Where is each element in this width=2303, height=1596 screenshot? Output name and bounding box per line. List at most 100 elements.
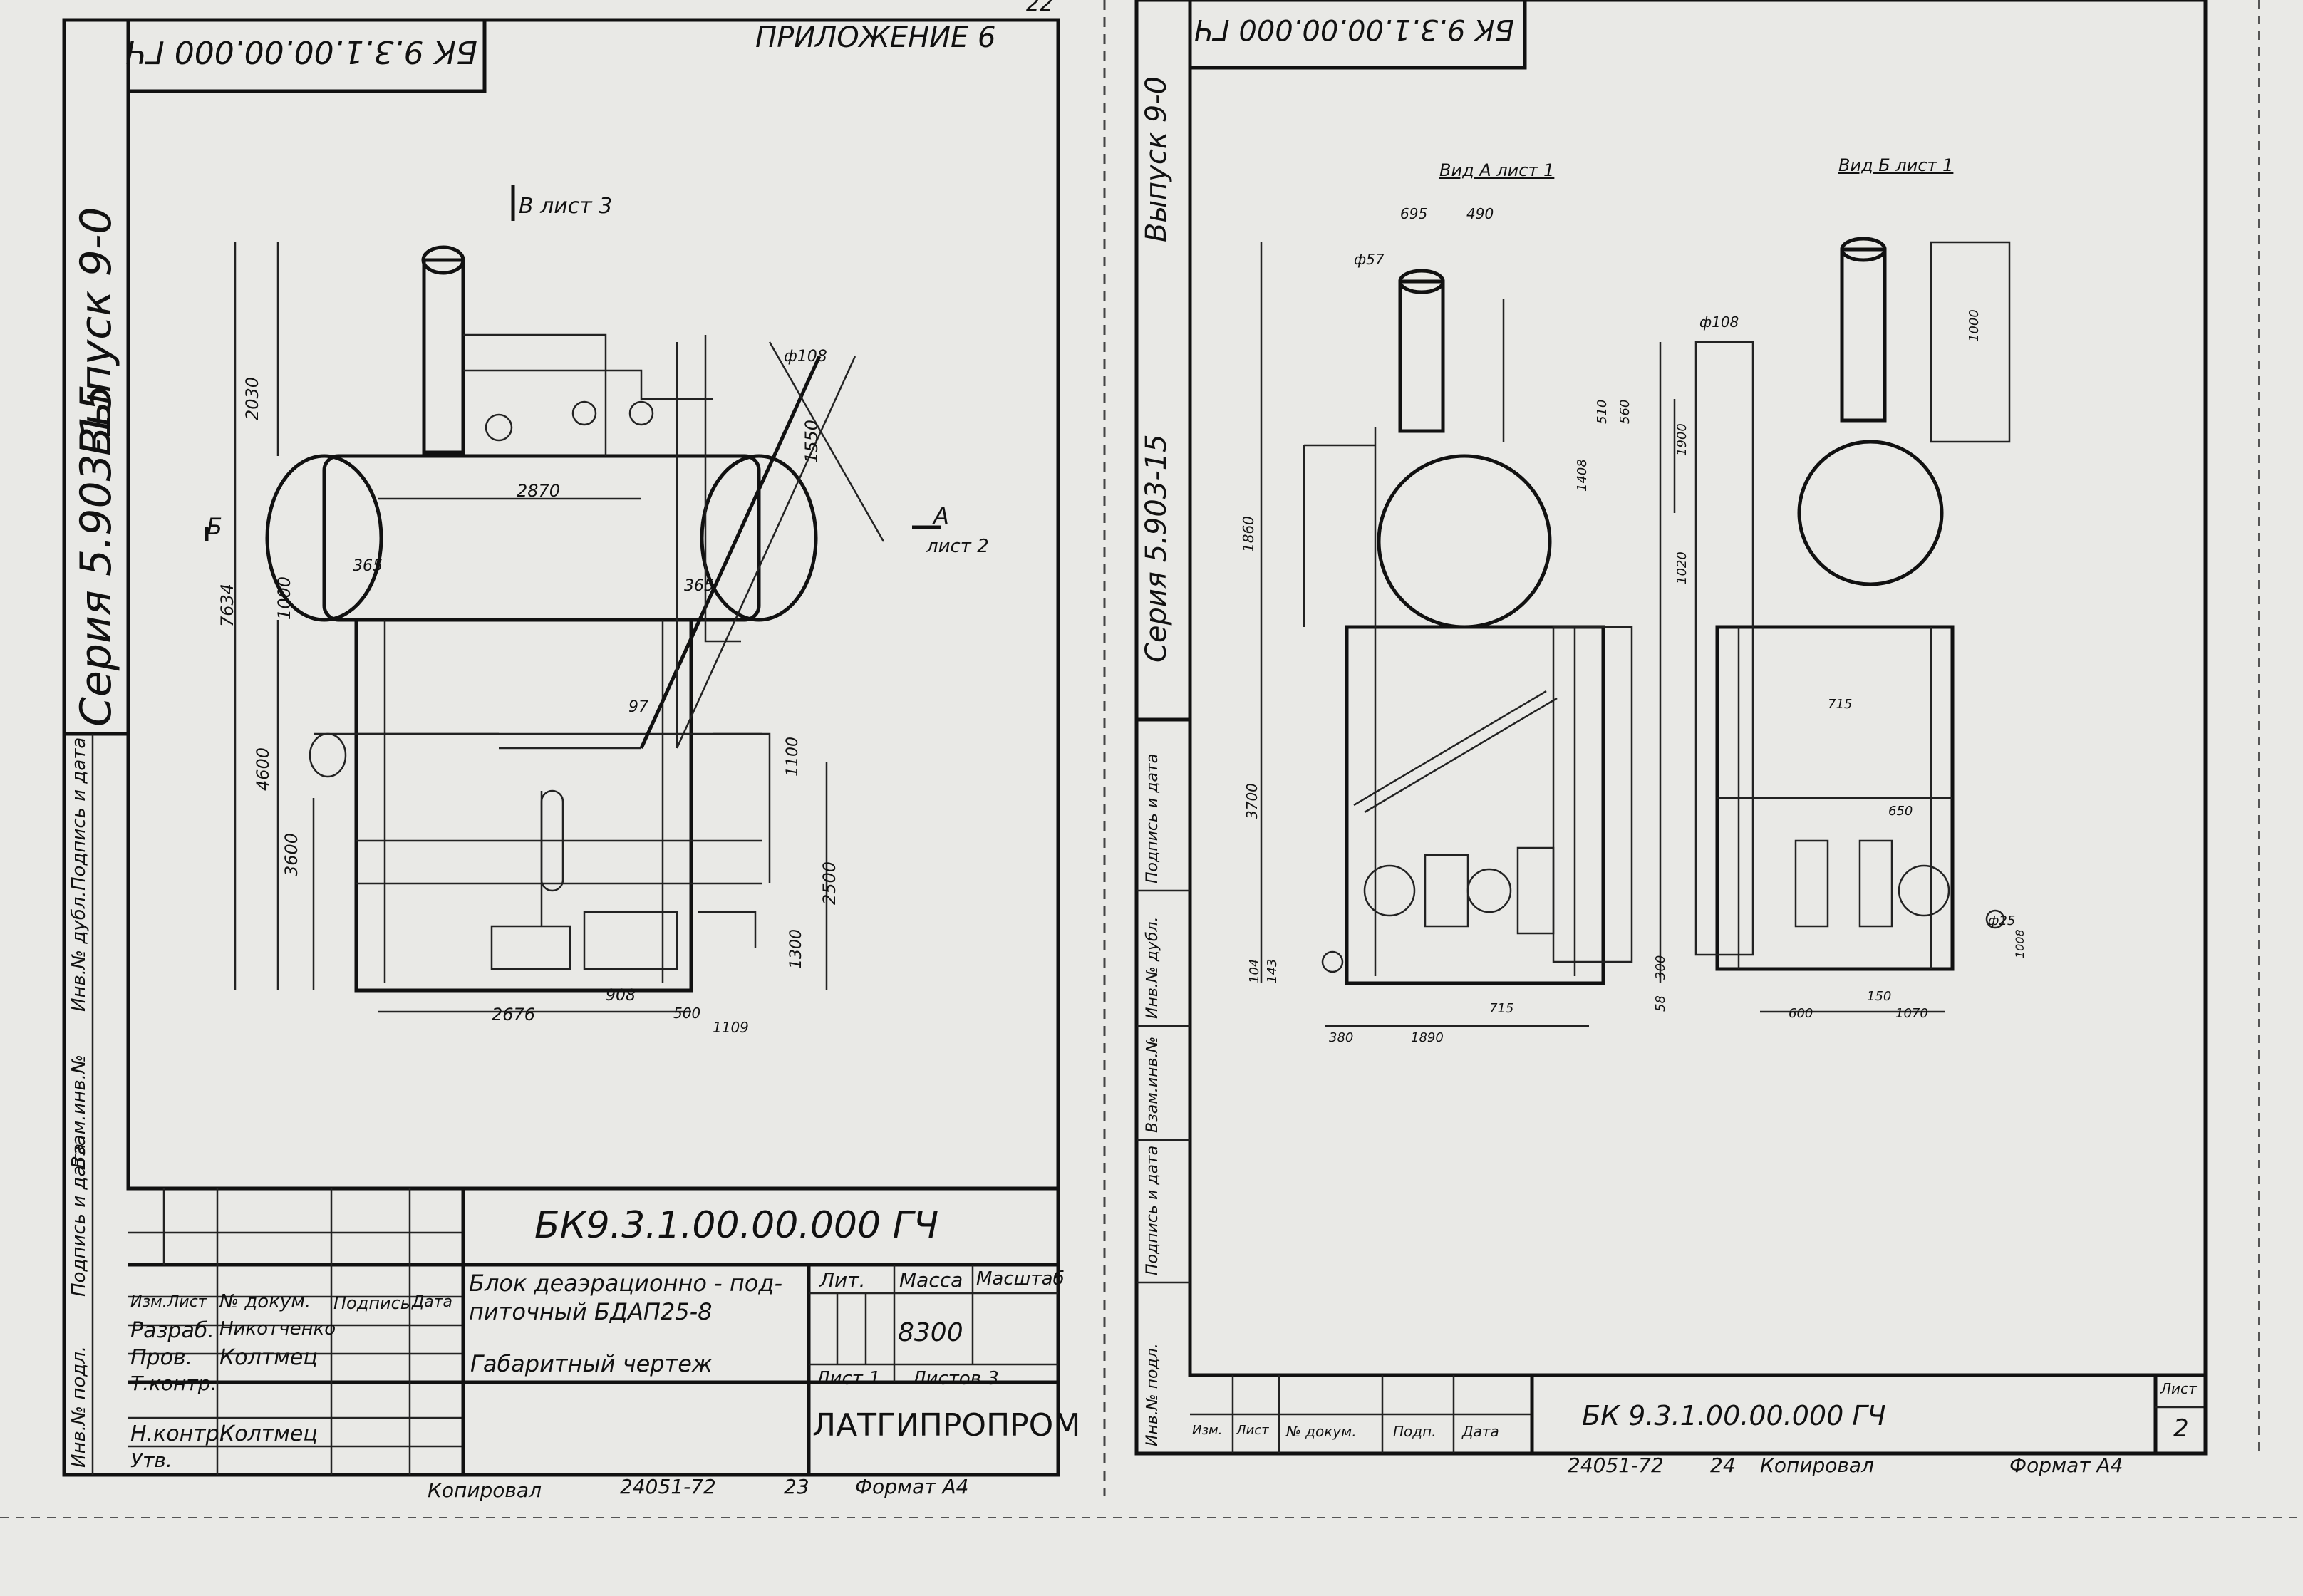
column-a [1398, 279, 1445, 433]
right-sheet-label: Лист [2160, 1380, 2197, 1397]
org-label: ЛАТГИПРОПРОМ [812, 1407, 1081, 1444]
right-col-sign: Подп. [1393, 1423, 1437, 1440]
row1-name: Никотченко [219, 1318, 336, 1340]
dim-b-300: 300 [1653, 955, 1668, 980]
row3-role: Т.контр. [130, 1372, 217, 1395]
dim-b-1000: 1000 [1967, 309, 1982, 342]
right-footer-number: 24051-72 [1568, 1454, 1664, 1477]
row1-role: Разраб. [130, 1318, 214, 1343]
dim-b-715: 715 [1828, 697, 1853, 712]
page-number: 22 [1026, 0, 1054, 16]
col-scale: Масштаб [976, 1268, 1065, 1290]
dim-b-600: 600 [1789, 1006, 1813, 1021]
dim-a-695: 695 [1400, 205, 1428, 222]
dim-1109: 1109 [713, 1019, 749, 1036]
sheet-divider [1103, 0, 1106, 1496]
row0-date: Дата [412, 1293, 452, 1311]
side-label-1: Инв.№ подл. [68, 1345, 90, 1468]
column-b [1840, 247, 1887, 423]
appendix-label: ПРИЛОЖЕНИЕ 6 [755, 21, 996, 54]
tank-section-b [1797, 440, 1944, 586]
dim-b-150: 150 [1867, 989, 1892, 1004]
dim-500: 500 [673, 1005, 701, 1022]
row0-role: Изм.Лист [130, 1293, 207, 1311]
support-frame [354, 618, 693, 993]
footer-page: 23 [784, 1475, 809, 1498]
support-frame-a [1345, 625, 1605, 985]
dim-3600: 3600 [281, 832, 301, 876]
title-name-line2: питочный БДАП25-8 [469, 1298, 713, 1325]
right-footer-page: 24 [1710, 1454, 1736, 1477]
dim-1100: 1100 [784, 737, 802, 777]
title-code: БК9.3.1.00.00.000 ГЧ [534, 1204, 939, 1247]
dim-908: 908 [606, 987, 636, 1005]
dim-97: 97 [628, 698, 648, 716]
row2-name: Колтмец [219, 1345, 318, 1370]
dim-1550: 1550 [802, 419, 822, 463]
row0-name: № докум. [219, 1291, 311, 1312]
dim-a-490: 490 [1466, 205, 1494, 222]
deaerator-column [422, 258, 465, 455]
dim-a-phi57: ф57 [1354, 251, 1385, 268]
view-a-mark: А [933, 502, 949, 529]
row4-name: Колтмец [219, 1421, 318, 1446]
view-a-sheet: лист 2 [926, 536, 989, 557]
dim-2676: 2676 [492, 1005, 536, 1025]
right-title-code: БК 9.3.1.00.00.000 ГЧ [1582, 1400, 1886, 1431]
col-lit: Лит. [819, 1268, 866, 1292]
right-sheet-frame [1134, 0, 2260, 1456]
dim-a-715: 715 [1489, 1001, 1514, 1016]
right-sheet-num: 2 [2173, 1414, 2189, 1443]
dim-b-1008: 1008 [2013, 929, 2027, 958]
pump-1 [490, 925, 571, 970]
mass-value: 8300 [898, 1318, 963, 1347]
footer-number: 24051-72 [620, 1475, 716, 1498]
dim-2030: 2030 [242, 376, 262, 420]
view-b-mark: Б [207, 513, 222, 540]
dim-2870: 2870 [517, 481, 561, 501]
view-a-title: Вид А лист 1 [1439, 160, 1555, 180]
dim-365-left: 365 [353, 557, 383, 575]
bottom-cut-line [0, 1517, 2303, 1518]
title-doc-type: Габаритный чертеж [470, 1350, 713, 1377]
view-b-drawing [1659, 237, 2011, 1013]
right-col-list: Лист [1236, 1423, 1269, 1438]
dim-1300: 1300 [787, 929, 805, 969]
dim-4600: 4600 [253, 747, 273, 791]
right-col-date: Дата [1462, 1423, 1499, 1440]
view-b-title: Вид Б лист 1 [1838, 155, 1954, 175]
dim-b-1070: 1070 [1895, 1006, 1928, 1021]
right-col-izm: Изм. [1192, 1423, 1223, 1438]
right-side-label-1: Инв.№ подл. [1144, 1343, 1161, 1446]
row4-role: Н.контр. [130, 1421, 227, 1446]
sheets-label: Листов 3 [912, 1368, 999, 1389]
left-sheet: 22 ПРИЛОЖЕНИЕ 6 БК 9.3.1.00.00.000 ГЧ Вы… [0, 0, 1097, 1568]
dim-a-1890: 1890 [1411, 1030, 1444, 1045]
dim-phi108: ф108 [784, 348, 827, 366]
sheet-label: Лист 1 [816, 1368, 881, 1389]
right-footer-copied: Копировал [1760, 1454, 1874, 1477]
view-v-mark: В лист 3 [519, 194, 613, 219]
row2-role: Пров. [130, 1345, 193, 1370]
pump-2 [583, 911, 678, 970]
row5-role: Утв. [130, 1449, 172, 1472]
right-sheet: БК 9.3.1.00.00.000 ГЧ Выпуск 9-0 Серия 5… [1119, 0, 2302, 1568]
footer-format: Формат А4 [855, 1475, 969, 1498]
dim-2500: 2500 [819, 861, 839, 905]
view-a-drawing [1260, 242, 1676, 1027]
dim-a-380: 380 [1329, 1030, 1354, 1045]
dim-b-1020: 1020 [1675, 551, 1689, 584]
left-sheet-frame [62, 18, 1060, 1477]
dim-1000: 1000 [274, 576, 294, 620]
dim-b-650: 650 [1888, 804, 1913, 819]
dim-b-1900: 1900 [1675, 423, 1689, 456]
dim-b-phi108: ф108 [1699, 314, 1739, 331]
title-name-line1: Блок деаэрационно - под- [469, 1270, 783, 1297]
footer-copied: Копировал [428, 1478, 542, 1502]
dim-365-right: 365 [684, 577, 714, 595]
dim-b-phi25: ф25 [1988, 913, 2016, 928]
dim-b-58: 58 [1653, 995, 1668, 1012]
dim-7634: 7634 [217, 583, 237, 627]
right-col-doc: № докум. [1286, 1423, 1357, 1440]
